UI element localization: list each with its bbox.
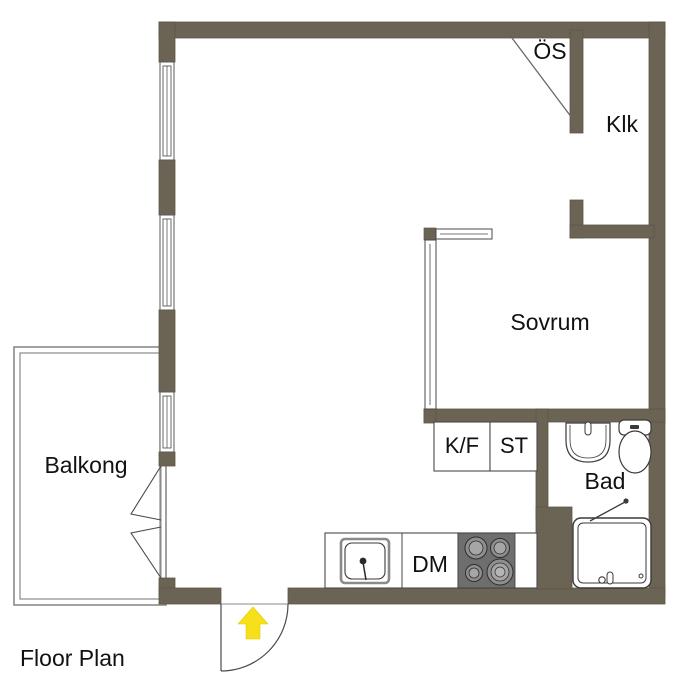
balcony-door-leaf-upper	[130, 465, 162, 521]
room-label-st: ST	[500, 433, 528, 458]
plan-caption: Floor Plan	[20, 645, 125, 671]
wall-kf-left-stub	[423, 408, 437, 424]
wall-bottom-left	[158, 587, 222, 605]
stove-fixture	[457, 532, 516, 589]
room-balkong	[13, 346, 167, 606]
windows-left-wall	[159, 61, 175, 453]
room-label-kf: K/F	[445, 433, 479, 458]
entrance-arrow-shape	[237, 606, 269, 640]
window-left-3	[159, 391, 175, 453]
shower-valve	[598, 576, 606, 584]
bathroom-fixtures	[565, 419, 652, 589]
sovrum-bad-walls	[423, 408, 666, 590]
basin-tap	[584, 421, 592, 436]
kf-st-boxes	[433, 421, 538, 472]
entrance-door	[220, 603, 289, 672]
wall-klk-bottom	[569, 224, 655, 239]
room-label-klk: Klk	[606, 111, 638, 137]
toilet-bowl	[618, 430, 652, 474]
shower-mixer	[606, 571, 614, 585]
st-box	[489, 421, 538, 472]
wall-klk-left-upper	[569, 29, 584, 134]
wall-top-exterior	[158, 21, 666, 39]
wall-left-seg-4	[158, 451, 176, 467]
kitchen-counter	[324, 532, 538, 589]
wash-basin-fixture	[565, 421, 611, 463]
room-label-dm: DM	[412, 551, 448, 577]
os-door-swing-line	[511, 37, 573, 119]
wall-right-exterior	[648, 21, 666, 597]
balkong-inner-outline	[19, 352, 161, 600]
apartment-walls	[158, 21, 666, 605]
wall-left-seg-2	[158, 159, 176, 216]
wall-bad-left-upper	[535, 408, 549, 520]
shower-head	[623, 498, 629, 504]
stove-burners	[464, 536, 514, 586]
shower-arm	[589, 501, 626, 522]
window-left-1	[159, 61, 175, 161]
wall-left-seg-3	[158, 309, 176, 393]
sliding-door-anchor	[423, 227, 437, 241]
shower-drain	[638, 573, 644, 579]
kitchen-sink-fixture	[339, 537, 391, 585]
room-label-bad: Bad	[585, 468, 626, 494]
sink-tap	[359, 557, 367, 565]
room-label-balkong: Balkong	[44, 452, 127, 478]
wall-left-seg-1	[158, 21, 176, 63]
toilet-fixture	[618, 419, 652, 474]
sliding-door-panel	[424, 239, 437, 410]
sovrum-sliding-door	[423, 227, 493, 410]
entrance-arrow	[237, 606, 269, 640]
wall-bad-left-lower	[535, 506, 573, 590]
balcony-double-door	[130, 465, 162, 579]
wall-bottom-right	[287, 587, 666, 605]
room-klk-walls	[511, 29, 655, 239]
room-label-sovrum: Sovrum	[510, 309, 589, 335]
kf-box	[433, 421, 491, 472]
toilet-flush-button	[630, 425, 639, 429]
shower-fixture	[572, 498, 652, 589]
entrance-door-swing-arc	[220, 603, 289, 672]
window-left-2	[159, 214, 175, 311]
room-label-os: ÖS	[533, 38, 566, 64]
balcony-door-leaf-lower	[130, 526, 162, 579]
